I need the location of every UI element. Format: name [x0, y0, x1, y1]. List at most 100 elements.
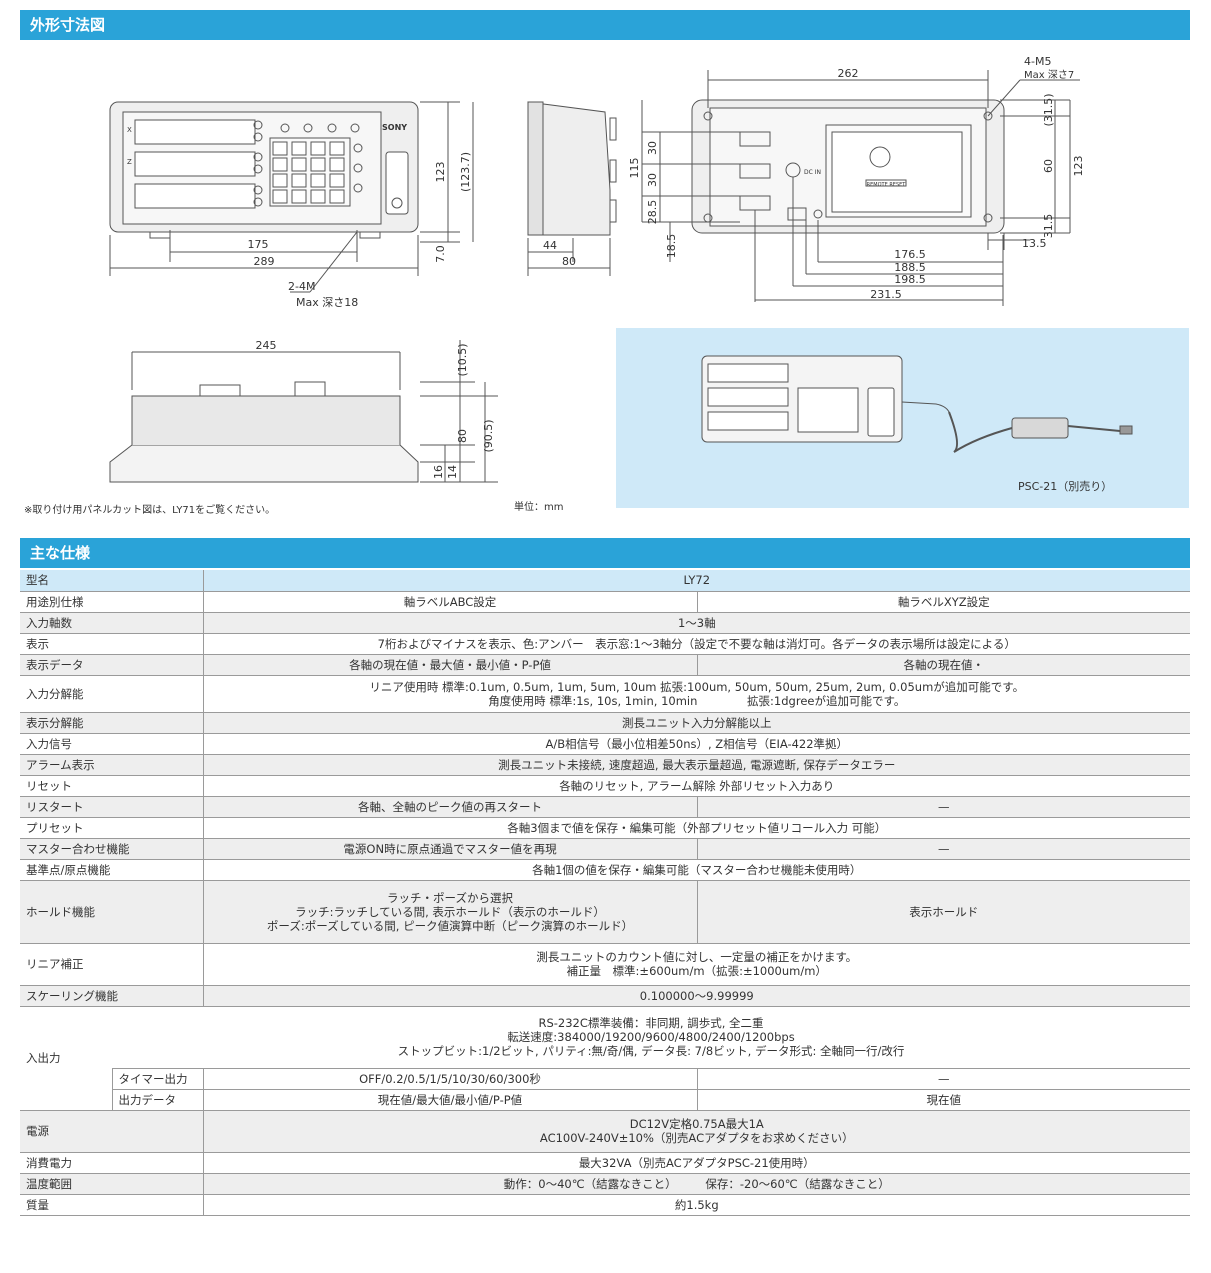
spec-label: 入力分解能	[20, 675, 203, 713]
back-dim-2315: 231.5	[870, 288, 902, 301]
spec-value-line: 測長ユニットのカウント値に対し、一定量の補正をかけます。	[536, 950, 858, 964]
back-dim-315a: (31.5)	[1042, 93, 1055, 126]
spec-value: 動作：0〜40℃（結露なきこと） 保存：-20〜60℃（結露なきこと）	[202, 1173, 1191, 1195]
spec-row-input-resolution: 入力分解能 リニア使用時 標準:0.1um, 0.5um, 1um, 5um, …	[20, 675, 1191, 713]
spec-value: 7桁およびマイナスを表示、色:アンバー 表示窓:1〜3軸分（設定で不要な軸は消灯…	[202, 633, 1191, 655]
spec-label: 用途別仕様	[20, 591, 203, 613]
top-dim-905: (90.5)	[482, 419, 495, 452]
spec-label: 表示	[20, 633, 203, 655]
front-screw-note-1: 2-4M	[288, 280, 315, 293]
spec-value-line: DC12V定格0.75A最大1A	[629, 1117, 764, 1131]
spec-value: 各軸のリセット, アラーム解除 外部リセット入力あり	[202, 775, 1191, 797]
spec-row-hold: ホールド機能 ラッチ・ポーズから選択 ラッチ:ラッチしている間, 表示ホールド（…	[20, 880, 1191, 944]
front-dim-289: 289	[254, 255, 275, 268]
spec-value-xyz: 軸ラベルXYZ設定	[696, 591, 1191, 613]
spec-sublabel: 出力データ	[111, 1089, 203, 1111]
front-view	[109, 101, 474, 293]
spec-value: リニア使用時 標準:0.1um, 0.5um, 1um, 5um, 10um 拡…	[202, 675, 1191, 713]
back-dim-30b: 30	[646, 173, 659, 187]
panel-cut-note: ※取り付け用パネルカット図は、LY71をご覧ください。	[24, 505, 276, 516]
remote-reset-label: REMOTE RESET	[867, 182, 907, 188]
spec-row-display-data: 表示データ 各軸の現在値・最大値・最小値・P-P値 各軸の現在値・	[20, 654, 1191, 676]
spec-label: プリセット	[20, 817, 203, 839]
spec-label: 型名	[20, 570, 203, 592]
spec-value-xyz: 現在値	[696, 1089, 1191, 1111]
brand-logo: SONY	[382, 123, 407, 132]
spec-value: DC12V定格0.75A最大1A AC100V-240V±10%（別売ACアダプ…	[202, 1110, 1191, 1153]
front-screw-note-2: Max 深さ18	[296, 296, 358, 309]
spec-row-reference: 基準点/原点機能 各軸1個の値を保存・編集可能（マスター合わせ機能未使用時）	[20, 859, 1191, 881]
spec-label: アラーム表示	[20, 754, 203, 776]
spec-label: 基準点/原点機能	[20, 859, 203, 881]
spec-row-reset: リセット 各軸のリセット, アラーム解除 外部リセット入力あり	[20, 775, 1191, 797]
spec-table: 型名 LY72 用途別仕様 軸ラベルABC設定 軸ラベルXYZ設定 入力軸数 1…	[20, 570, 1191, 1216]
psc-caption: PSC-21（別売り）	[1018, 480, 1112, 493]
spec-row-timer: タイマー出力 OFF/0.2/0.5/1/5/10/30/60/300秒 —	[20, 1068, 1191, 1090]
back-dim-262: 262	[838, 67, 859, 80]
spec-row-input-signal: 入力信号 A/B相信号（最小位相差50ns）, Z相信号（EIA-422準拠）	[20, 733, 1191, 755]
spec-value-line: 転送速度:384000/19200/9600/4800/2400/1200bps	[507, 1030, 795, 1044]
spec-label: スケーリング機能	[20, 985, 203, 1007]
spec-value-xyz: 表示ホールド	[696, 880, 1191, 944]
back-screw-note-2: Max 深さ7	[1024, 69, 1074, 81]
spec-row-power: 電源 DC12V定格0.75A最大1A AC100V-240V±10%（別売AC…	[20, 1110, 1191, 1153]
spec-value-line: 補正量 標準:±600um/m（拡張:±1000um/m）	[566, 964, 827, 978]
psc-21-illustration: PSC-21（別売り）	[616, 328, 1189, 508]
spec-value-abc: ラッチ・ポーズから選択 ラッチ:ラッチしている間, 表示ホールド（表示のホールド…	[202, 880, 697, 944]
spec-row-display: 表示 7桁およびマイナスを表示、色:アンバー 表示窓:1〜3軸分（設定で不要な軸…	[20, 633, 1191, 655]
spec-value: 測長ユニット未接続, 速度超過, 最大表示量超過, 電源遮断, 保存データエラー	[202, 754, 1191, 776]
spec-row-scaling: スケーリング機能 0.100000〜9.99999	[20, 985, 1191, 1007]
back-dim-115: 115	[628, 158, 641, 179]
spec-label: 質量	[20, 1194, 203, 1216]
spec-row-axes: 入力軸数 1〜3軸	[20, 612, 1191, 634]
unit-note: 単位：mm	[514, 502, 564, 513]
spec-row-linear-comp: リニア補正 測長ユニットのカウント値に対し、一定量の補正をかけます。 補正量 標…	[20, 943, 1191, 986]
back-dim-315b: 31.5	[1042, 214, 1055, 239]
spec-row-temperature: 温度範囲 動作：0〜40℃（結露なきこと） 保存：-20〜60℃（結露なきこと）	[20, 1173, 1191, 1195]
spec-value-line: ストップビット:1/2ビット, パリティ:無/奇/偶, データ長: 7/8ビット…	[397, 1044, 905, 1058]
spec-label: ホールド機能	[20, 880, 203, 944]
side-dim-44: 44	[543, 239, 557, 252]
back-view	[641, 70, 1080, 306]
spec-value: 測長ユニット入力分解能以上	[202, 712, 1191, 734]
spec-value: 1〜3軸	[202, 612, 1191, 634]
spec-value: 測長ユニットのカウント値に対し、一定量の補正をかけます。 補正量 標準:±600…	[202, 943, 1191, 986]
dc-in-label: DC IN	[804, 169, 821, 176]
dimension-drawings: 175 289 123 (123.7) 7.0 2-4M Max 深さ18 SO…	[109, 55, 1085, 483]
front-dim-123: 123	[434, 162, 447, 183]
spec-value-line: ラッチ:ラッチしている間, 表示ホールド（表示のホールド）	[295, 904, 605, 919]
axis-z-label: Z	[127, 158, 132, 166]
section-header-dimensions: 外形寸法図	[20, 10, 1190, 40]
spec-value: RS-232C標準装備：非同期, 調歩式, 全二重 転送速度:384000/19…	[112, 1006, 1191, 1069]
spec-value-abc: 現在値/最大値/最小値/P-P値	[202, 1089, 697, 1111]
back-screw-note-1: 4-M5	[1024, 55, 1051, 68]
spec-value-abc: 軸ラベルABC設定	[202, 591, 697, 613]
spec-label: 温度範囲	[20, 1173, 203, 1195]
spec-label: 表示分解能	[20, 712, 203, 734]
spec-value: 最大32VA（別売ACアダプタPSC-21使用時）	[202, 1152, 1191, 1174]
spec-value-line: 角度使用時 標準:1s, 10s, 1min, 10min 拡張:1dgreeが…	[488, 693, 906, 708]
spec-value: 約1.5kg	[202, 1194, 1191, 1216]
top-view	[109, 340, 498, 483]
spec-value-abc: OFF/0.2/0.5/1/5/10/30/60/300秒	[202, 1068, 697, 1090]
spec-row-mass: 質量 約1.5kg	[20, 1194, 1191, 1216]
spec-value-line: ポーズ:ポーズしている間, ピーク値演算中断（ピーク演算のホールド）	[266, 918, 634, 933]
spec-row-consumption: 消費電力 最大32VA（別売ACアダプタPSC-21使用時）	[20, 1152, 1191, 1174]
spec-row-usage: 用途別仕様 軸ラベルABC設定 軸ラベルXYZ設定	[20, 591, 1191, 613]
top-dim-245: 245	[256, 339, 277, 352]
back-dim-60: 60	[1042, 159, 1055, 173]
spec-value: 各軸1個の値を保存・編集可能（マスター合わせ機能未使用時）	[202, 859, 1191, 881]
back-dim-185: 18.5	[665, 234, 678, 259]
front-dim-175: 175	[248, 238, 269, 251]
spec-value-abc: 電源ON時に原点通過でマスター値を再現	[202, 838, 697, 860]
spec-value-abc: 各軸、全軸のピーク値の再スタート	[202, 796, 697, 818]
spec-label: 表示データ	[20, 654, 203, 676]
spec-label: 電源	[20, 1110, 203, 1153]
section-header-spec: 主な仕様	[20, 538, 1190, 568]
spec-row-display-resolution: 表示分解能 測長ユニット入力分解能以上	[20, 712, 1191, 734]
back-dim-135: 13.5	[1022, 237, 1047, 250]
spec-value-line: AC100V-240V±10%（別売ACアダプタをお求めください）	[539, 1131, 854, 1145]
spec-label: リスタート	[20, 796, 203, 818]
spec-row-restart: リスタート 各軸、全軸のピーク値の再スタート —	[20, 796, 1191, 818]
spec-row-io: 入出力 RS-232C標準装備：非同期, 調歩式, 全二重 転送速度:38400…	[20, 1006, 1191, 1111]
